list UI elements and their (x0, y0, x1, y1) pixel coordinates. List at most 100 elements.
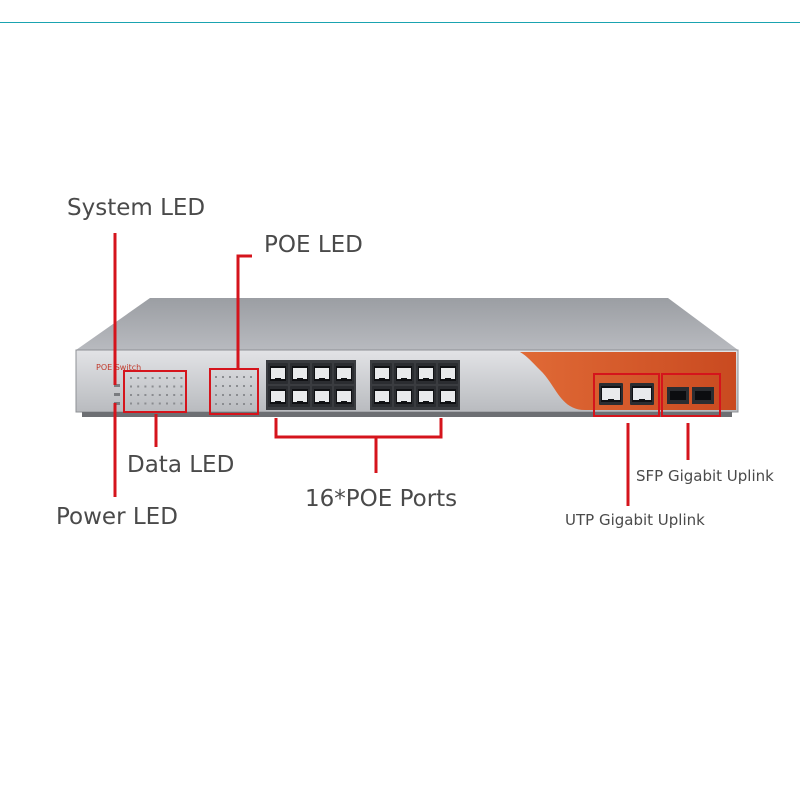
data-led (173, 385, 176, 388)
label-power-led: Power LED (56, 504, 178, 530)
label-data-led: Data LED (127, 452, 235, 478)
callout-box-sfp (661, 373, 721, 417)
port-latch (401, 378, 407, 381)
label-system-led: System LED (67, 195, 206, 221)
poe-port (438, 386, 458, 407)
poe-port (394, 386, 414, 407)
poe-led (243, 376, 245, 378)
port-latch (423, 378, 429, 381)
data-led (173, 394, 176, 396)
data-led (130, 394, 132, 396)
front-panel-text: POE Switch (96, 363, 141, 372)
poe-port (394, 363, 414, 384)
data-led (166, 394, 168, 396)
data-led (166, 385, 168, 388)
poe-port (416, 363, 436, 384)
port-latch (445, 401, 451, 404)
poe-port (334, 363, 354, 384)
data-led (137, 394, 140, 396)
port-contacts (271, 368, 285, 379)
poe-led (222, 403, 224, 405)
poe-led (250, 403, 252, 405)
sfp-uplink-ports (667, 387, 714, 404)
port-latch (319, 378, 325, 381)
data-led (137, 385, 140, 388)
poe-led (236, 394, 238, 396)
sfp-port (667, 387, 689, 404)
poe-port (372, 363, 392, 384)
data-led (180, 377, 183, 379)
poe-port (290, 386, 310, 407)
port-contacts (419, 368, 433, 379)
data-led (151, 394, 154, 396)
label-poe-ports: 16*POE Ports (305, 486, 458, 512)
poe-port (312, 363, 332, 384)
data-led (166, 377, 168, 379)
sfp-opening (670, 391, 686, 400)
poe-led (243, 385, 245, 387)
poe-led (222, 376, 224, 378)
data-led (144, 377, 147, 379)
poe-led (229, 385, 231, 387)
port-contacts (315, 391, 329, 402)
poe-led (236, 403, 238, 405)
label-sfp-uplink: SFP Gigabit Uplink (636, 467, 774, 485)
sfp-port (692, 387, 714, 404)
port-latch (379, 401, 385, 404)
utp-port (630, 383, 654, 405)
data-led (151, 385, 154, 388)
data-led-grid (130, 377, 183, 405)
port-contacts (397, 368, 411, 379)
data-led (130, 377, 132, 379)
data-led (151, 377, 154, 379)
port-latch (423, 401, 429, 404)
port-contacts (293, 391, 307, 402)
poe-led (236, 376, 238, 378)
data-led (144, 402, 147, 405)
port-latch (341, 401, 347, 404)
poe-led (229, 403, 231, 405)
poe-led (222, 385, 224, 387)
port-latch (341, 378, 347, 381)
poe-led (243, 403, 245, 405)
port-contacts (419, 391, 433, 402)
poe-port (268, 386, 288, 407)
data-led (180, 394, 183, 396)
data-led (180, 385, 183, 388)
poe-led-grid (215, 376, 252, 405)
label-poe-led: POE LED (264, 232, 363, 258)
port-contacts (375, 391, 389, 402)
data-led (130, 385, 132, 388)
port-latch (297, 401, 303, 404)
poe-led (229, 376, 231, 378)
callout-box-utp (593, 373, 660, 417)
poe-port (268, 363, 288, 384)
poe-led (215, 394, 217, 396)
callout-poe-led (236, 254, 252, 369)
data-led (151, 402, 154, 405)
top-accent-line (0, 22, 800, 23)
port-contacts (633, 388, 651, 400)
poe-led (229, 394, 231, 396)
callout-box-poe-led (209, 368, 259, 415)
port-latch (639, 399, 645, 402)
utp-uplink-ports (599, 383, 654, 405)
port-contacts (397, 391, 411, 402)
port-contacts (315, 368, 329, 379)
data-led (144, 394, 147, 396)
poe-port (438, 363, 458, 384)
label-utp-uplink: UTP Gigabit Uplink (565, 511, 705, 529)
utp-port (599, 383, 623, 405)
port-latch (319, 401, 325, 404)
port-latch (297, 378, 303, 381)
port-latch (275, 378, 281, 381)
data-led (130, 402, 132, 405)
data-led (173, 377, 176, 379)
data-led (158, 394, 161, 396)
data-led (173, 402, 176, 405)
data-led (158, 402, 161, 405)
port-latch (379, 378, 385, 381)
data-led (158, 377, 161, 379)
poe-port (416, 386, 436, 407)
